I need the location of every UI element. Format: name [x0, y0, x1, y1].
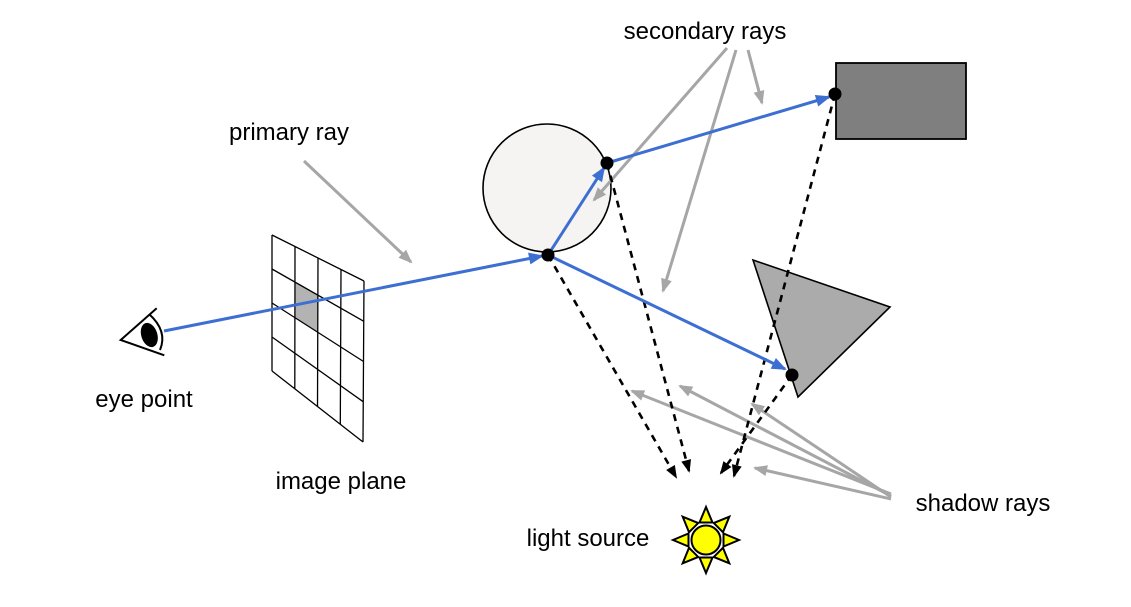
primary-ray-line — [163, 252, 544, 333]
image-plane-grid — [271, 234, 365, 443]
shadow-rays-pointer-arrow-3 — [750, 402, 892, 499]
hit-point-triangle — [785, 368, 799, 382]
hit-point-rectangle — [828, 87, 842, 101]
secondary-ray-to-triangle — [547, 253, 787, 371]
grid-lines — [271, 234, 365, 443]
secondary-rays-pointer-arrow-1 — [592, 47, 729, 202]
shadow-ray-from-sphere-bottom — [546, 254, 678, 479]
secondary-rays-pointer-arrow-2 — [661, 49, 738, 293]
shadow-ray-from-rectangle — [731, 93, 837, 478]
primary-ray-pointer-arrow — [302, 159, 413, 264]
shadow-rays-pointer-arrow-4 — [753, 465, 892, 501]
hit-point-sphere-top — [600, 156, 614, 170]
shadow-rays-pointer-arrow-1 — [630, 389, 892, 496]
label-primary-ray: primary ray — [229, 119, 349, 146]
blue-ray-lines — [163, 94, 831, 371]
label-light-source: light source — [527, 525, 650, 552]
eye-icon — [118, 307, 165, 357]
shadow-rays-pointer-arrow-2 — [678, 384, 892, 498]
label-image-plane: image plane — [276, 468, 407, 495]
secondary-rays-pointer-arrow-3 — [746, 49, 765, 105]
label-secondary-rays: secondary rays — [624, 18, 787, 45]
label-eye-point: eye point — [95, 386, 193, 413]
triangle-object — [751, 258, 892, 399]
selected-pixel — [294, 282, 318, 333]
shadow-ray-lines — [546, 93, 837, 479]
sun-icon — [670, 504, 742, 576]
rectangle-object — [835, 62, 967, 140]
label-shadow-rays: shadow rays — [916, 490, 1051, 517]
secondary-ray-sphere-internal — [546, 166, 606, 256]
secondary-ray-to-rectangle — [606, 94, 831, 165]
shadow-ray-from-sphere-top — [605, 162, 692, 473]
annotation-arrows — [302, 47, 892, 501]
intersection-points — [541, 87, 842, 382]
hit-point-sphere-bottom — [541, 248, 555, 262]
